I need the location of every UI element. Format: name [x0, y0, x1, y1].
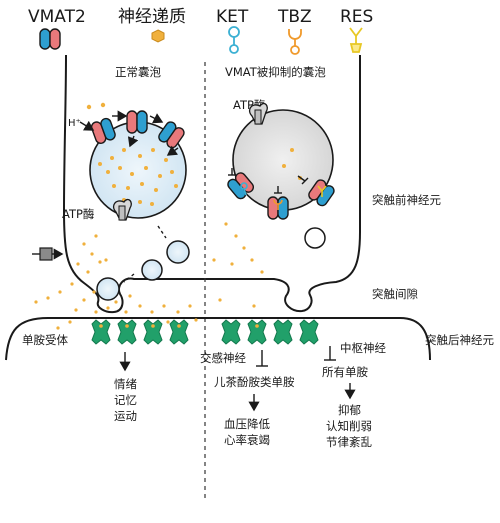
receptor	[117, 319, 137, 345]
monoamine-receptor-label: 单胺受体	[22, 333, 68, 347]
postsynaptic-membrane	[5, 317, 431, 361]
transport-arrow	[149, 113, 164, 124]
legend-neurotransmitter-label: 神经递质	[118, 7, 186, 27]
small-vesicle	[141, 259, 163, 281]
empty-vesicle	[304, 227, 326, 249]
receptor	[299, 319, 319, 345]
vesicle-path-dashed	[123, 273, 135, 283]
effect-cognitive: 认知削弱	[326, 419, 372, 433]
receptor	[247, 319, 267, 345]
effect-heart-failure: 心率衰竭	[224, 433, 270, 447]
legend-tbz-label: TBZ	[277, 7, 312, 27]
transport-arrow	[166, 145, 179, 156]
receptor	[221, 319, 241, 345]
vesicle-neurotransmitters	[98, 148, 178, 206]
legend-res-label: RES	[340, 7, 373, 27]
effect-emotion: 情绪	[114, 377, 137, 391]
atpase-right-icon	[248, 102, 268, 125]
receptor	[91, 319, 111, 345]
receptor	[143, 319, 163, 345]
h-plus-label: H⁺	[68, 118, 81, 129]
legend-vmat2-label: VMAT2	[28, 7, 86, 27]
legend: VMAT2 神经递质 KET TBZ RES	[28, 7, 373, 55]
normal-vesicle-label: 正常囊泡	[115, 65, 161, 79]
h-plus-dot	[86, 104, 92, 110]
ket-legend-icon	[228, 26, 240, 54]
presynaptic-label: 突触前神经元	[372, 193, 441, 207]
sympathetic-label: 交感神经	[200, 351, 246, 365]
legend-ket-label: KET	[216, 7, 249, 27]
receptor	[169, 319, 189, 345]
small-vesicle	[166, 240, 190, 264]
vmat2-transporter-top-left	[90, 117, 116, 144]
neurotransmitter-legend-icon	[151, 29, 165, 43]
vmat2-inhibited-left	[227, 172, 255, 200]
vmat2-legend-icon	[39, 28, 61, 50]
effect-memory: 记忆	[114, 393, 137, 407]
cns-label: 中枢神经	[340, 341, 386, 355]
effect-rhythm: 节律紊乱	[326, 435, 372, 449]
ket-inhibitor-icon	[240, 182, 248, 196]
res-legend-icon	[349, 27, 363, 53]
transport-arrow	[79, 120, 95, 131]
effect-bp-low: 血压降低	[224, 417, 270, 431]
tbz-inhibitor-icon	[273, 199, 283, 210]
fusing-vesicle	[96, 277, 120, 301]
tbz-legend-icon	[288, 29, 302, 55]
blocked-transport-markers	[228, 168, 309, 194]
atpase-left-label: ATP酶	[62, 207, 94, 221]
atpase-left-icon	[112, 198, 132, 221]
vesicle-path-dashed	[157, 225, 167, 239]
all-monoamines-label: 所有单胺	[322, 365, 368, 379]
inhibited-vesicle-label: VMAT被抑制的囊泡	[225, 65, 326, 79]
effect-depression: 抑郁	[338, 403, 361, 417]
h-plus-dot	[100, 102, 106, 108]
vmat2-inhibited-right	[308, 179, 335, 207]
released-neurotransmitters-right	[212, 222, 264, 308]
receptor-bound-transmitters	[99, 324, 259, 328]
reuptake-transporter-icon	[32, 247, 64, 261]
vmat2-transporter-top-right	[158, 121, 185, 149]
released-neurotransmitters-left	[34, 234, 198, 330]
catecholamine-label: 儿茶酚胺类单胺	[214, 375, 295, 389]
vmat2-transporter-top	[126, 110, 148, 134]
receptor	[273, 319, 293, 345]
postsynaptic-label: 突触后神经元	[425, 333, 494, 347]
synaptic-cleft-label: 突触间隙	[372, 287, 418, 301]
transport-arrow	[127, 135, 139, 148]
monoamine-receptors	[91, 319, 319, 345]
effect-movement: 运动	[114, 409, 137, 423]
res-inhibitor-icon	[317, 185, 327, 197]
